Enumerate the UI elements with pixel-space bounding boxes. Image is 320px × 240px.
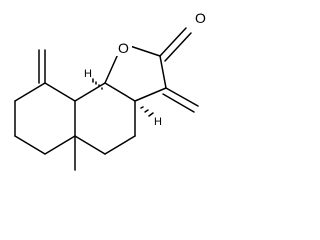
carbonyl [159,27,192,62]
bond-c9b-o1 [104,53,119,84]
bond-c5-c5a [74,135,106,155]
bond-c2-o-b [164,32,192,62]
bond-c2-c3 [159,55,167,89]
lactone-ring [104,45,167,102]
o-ring-knockout [116,40,132,56]
middle-ring [74,82,136,155]
bond-c9b-c3a [104,82,136,102]
bond-o1-c2 [129,45,161,57]
hash-wedge-h3a [140,106,154,117]
molecule-structure: O O H H [14,10,209,171]
carbonyl-oxygen-label: O [195,10,206,26]
bond-c5a-c6 [44,135,76,155]
bond-c2-o-a [159,27,187,57]
bond-c9a-c9b [74,82,106,102]
ring-oxygen-label: O [118,40,129,56]
h-3a-label: H [154,116,162,128]
bond-c3-ch2-b [162,93,195,113]
h-9b-label: H [84,68,92,80]
bond-c9-c9a [44,82,76,102]
bond-c4-c5 [104,135,136,155]
bond-c8-c9 [14,82,46,102]
bond-c3-ch2-a [165,87,199,107]
bond-c6-c7 [14,135,46,155]
left-methylene [38,49,46,84]
right-methylene [162,87,199,113]
hash-wedge-h9b [92,78,103,90]
left-ring [14,82,76,155]
bond-c3-c3a [134,87,167,102]
o-carbonyl-knockout [193,10,209,26]
